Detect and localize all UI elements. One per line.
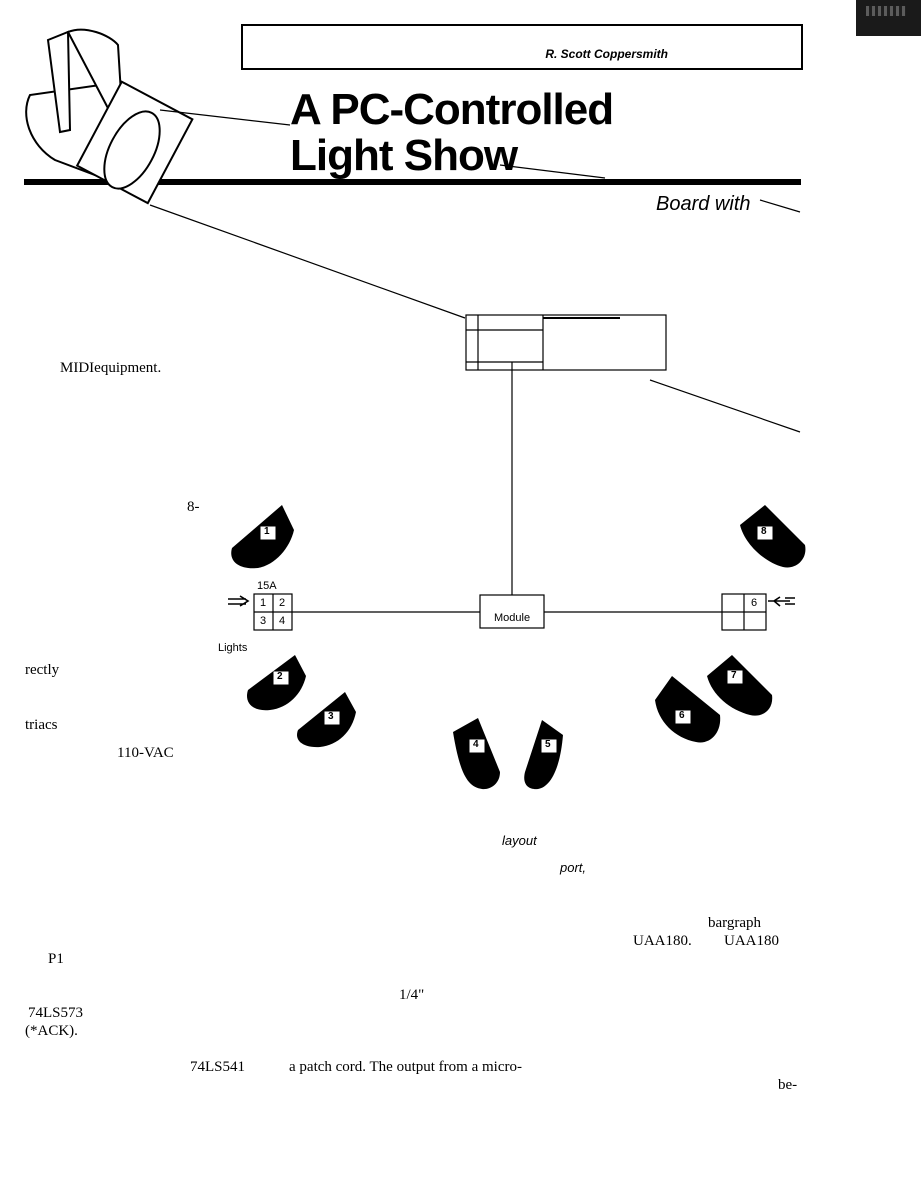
lamp-number-3: 3 xyxy=(328,711,334,722)
lamp-8 xyxy=(740,505,806,568)
lamp-5 xyxy=(524,720,563,790)
text-be: be- xyxy=(778,1077,798,1093)
lamp-7 xyxy=(707,655,773,716)
lamp-4 xyxy=(453,718,500,790)
outlet-4: 4 xyxy=(279,615,286,627)
lamp-number-2: 2 xyxy=(277,671,283,682)
title-line-2: Light Show xyxy=(290,131,518,180)
author-byline: R. Scott Coppersmith xyxy=(545,47,668,61)
outlet-3: 3 xyxy=(260,615,267,627)
text-port: port, xyxy=(560,860,587,875)
deck-fragment: Board with xyxy=(656,193,751,215)
text-uaa180-2: UAA180 xyxy=(724,933,779,949)
module-box xyxy=(479,594,545,629)
lamp-number-5: 5 xyxy=(545,739,551,750)
lamp-6 xyxy=(655,676,721,743)
title-line-1: A PC-Controlled xyxy=(290,85,614,134)
breaker-label: 15A xyxy=(257,580,277,592)
right-plug-icon xyxy=(768,596,795,607)
text-triacs: triacs xyxy=(25,717,58,733)
outlet-1: 1 xyxy=(260,597,267,609)
lights-label: Lights xyxy=(218,642,248,654)
text-rectly: rectly xyxy=(25,662,60,678)
outlet-6: 6 xyxy=(751,597,758,609)
spotlight-icon xyxy=(25,28,194,205)
pc-box xyxy=(465,314,667,371)
text-bargraph: bargraph xyxy=(708,915,762,931)
text-ack: (*ACK). xyxy=(25,1023,78,1039)
text-patch-cord: a patch cord. The output from a micro- xyxy=(289,1059,522,1075)
module-label: Module xyxy=(494,612,531,624)
outlet-2: 2 xyxy=(279,597,286,609)
byline-box: R. Scott Coppersmith xyxy=(241,24,803,70)
lamp-number-6: 6 xyxy=(679,710,685,721)
lamp-number-8: 8 xyxy=(761,526,767,537)
corner-tab xyxy=(856,0,921,36)
lamp-number-7: 7 xyxy=(731,670,737,681)
lamp-number-1: 1 xyxy=(264,526,270,537)
text-midi: MIDIequipment. xyxy=(60,360,162,376)
text-74ls541: 74LS541 xyxy=(190,1059,246,1075)
text-vac: 110-VAC xyxy=(117,745,174,761)
text-quarter-inch: 1/4" xyxy=(399,987,425,1003)
text-74ls573: 74LS573 xyxy=(28,1005,84,1021)
header-rule xyxy=(24,179,801,185)
beam-lines xyxy=(149,109,801,433)
text-p1: P1 xyxy=(48,951,64,967)
text-layout: layout xyxy=(502,833,537,848)
text-uaa180-1: UAA180. xyxy=(633,933,692,949)
lamp-icons xyxy=(231,505,806,790)
left-outlet-block xyxy=(253,593,293,631)
right-outlet-block xyxy=(721,593,767,631)
lamp-number-4: 4 xyxy=(473,739,479,750)
text-eight: 8- xyxy=(187,499,200,515)
left-plug-icon xyxy=(228,595,250,607)
